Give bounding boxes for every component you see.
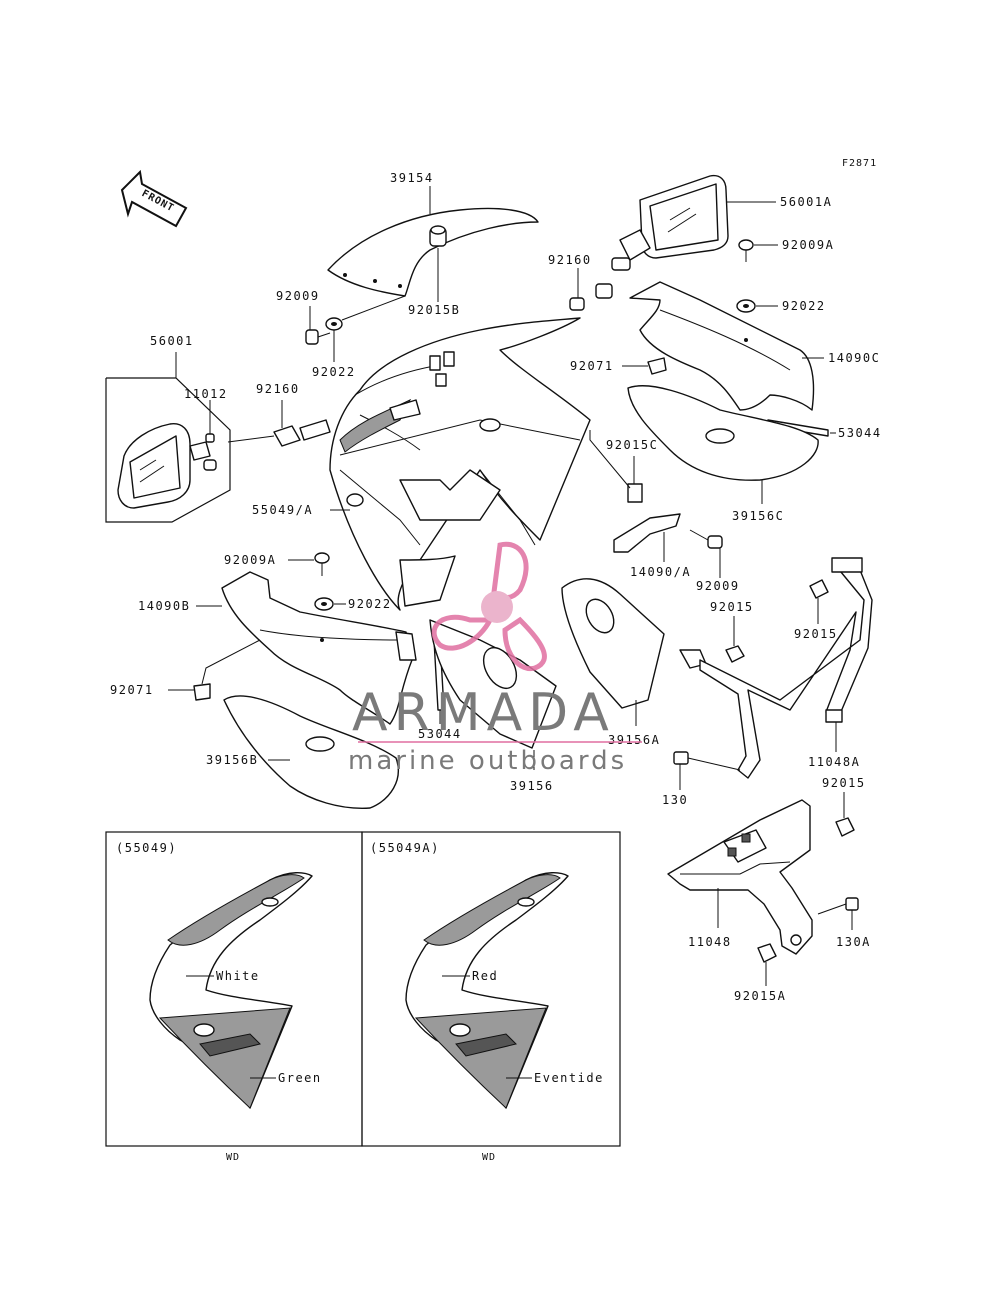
bracket-11048 xyxy=(667,799,813,955)
watermark-brand: ARMADA xyxy=(352,683,615,743)
label-92160-left: 92160 xyxy=(256,382,300,396)
label-39156b: 39156B xyxy=(206,753,258,767)
stay-11048a xyxy=(679,557,873,779)
label-92071-top: 92071 xyxy=(570,359,614,373)
screw-92009 xyxy=(305,329,331,345)
figure-code: F2871 xyxy=(842,158,877,169)
mirror-56001 xyxy=(117,423,217,509)
variant-top-color-1: White xyxy=(216,969,260,983)
variant-fairing-55049 xyxy=(149,872,313,1109)
side-cowl-39156a xyxy=(561,578,665,709)
label-92009a-left: 92009A xyxy=(224,553,276,567)
cover-39156c xyxy=(627,385,819,481)
label-92022-mid: 92022 xyxy=(348,597,392,611)
screw-92009-mid xyxy=(689,529,723,549)
label-92015-low: 92015 xyxy=(822,776,866,790)
label-92015a: 92015A xyxy=(734,989,786,1003)
screw-92009a-top xyxy=(738,239,754,262)
label-53044-top: 53044 xyxy=(838,426,882,440)
cover-39156b xyxy=(223,695,399,809)
label-14090a: 14090/A xyxy=(630,565,691,579)
label-39156c: 39156C xyxy=(732,509,784,523)
bolt-130 xyxy=(673,751,741,771)
label-92022-left: 92022 xyxy=(312,365,356,379)
bracket-92015c xyxy=(589,430,643,503)
label-92015c: 92015C xyxy=(606,438,658,452)
label-92160-top: 92160 xyxy=(548,253,592,267)
label-39156: 39156 xyxy=(510,779,554,793)
label-14090b: 14090B xyxy=(138,599,190,613)
inner-panel-14090c xyxy=(629,281,815,411)
variant-bottom-color-1: Green xyxy=(278,1071,322,1085)
bolt-130a xyxy=(817,897,859,915)
mirror-56001a xyxy=(611,174,729,271)
label-130: 130 xyxy=(662,793,688,807)
inner-panel-14090b xyxy=(221,571,417,725)
upper-fairing xyxy=(329,317,591,611)
nut-92015-low xyxy=(835,817,855,837)
label-39156a: 39156A xyxy=(608,733,660,747)
nut-92015a xyxy=(757,943,777,963)
variant-region-2: WD xyxy=(482,1152,496,1163)
label-11048: 11048 xyxy=(688,935,732,949)
variant-top-color-2: Red xyxy=(472,969,498,983)
label-92009-mid: 92009 xyxy=(696,579,740,593)
variant-code-55049a: (55049A) xyxy=(370,841,440,855)
label-92015-right: 92015 xyxy=(794,627,838,641)
front-arrow-icon: FRONT xyxy=(120,169,188,228)
label-130a: 130A xyxy=(836,935,871,949)
label-11048a: 11048A xyxy=(808,755,860,769)
label-39154: 39154 xyxy=(390,171,434,185)
grommet-92160-top xyxy=(569,283,613,311)
grommet-92160-left xyxy=(273,399,421,447)
label-56001: 56001 xyxy=(150,334,194,348)
clip-92071-left xyxy=(193,639,261,701)
label-53044-mid: 53044 xyxy=(418,727,462,741)
label-92071-left: 92071 xyxy=(110,683,154,697)
label-92015b: 92015B xyxy=(408,303,460,317)
variant-fairing-55049a xyxy=(405,872,569,1109)
label-55049a: 55049/A xyxy=(252,503,313,517)
watermark-tagline: marine outboards xyxy=(348,746,627,776)
washer-92022-top xyxy=(736,299,756,313)
bracket-14090a xyxy=(613,513,681,553)
label-14090c: 14090C xyxy=(828,351,880,365)
label-92009a-top: 92009A xyxy=(782,238,834,252)
label-92022-top: 92022 xyxy=(782,299,826,313)
washer-92022 xyxy=(325,317,343,331)
label-11012: 11012 xyxy=(184,387,228,401)
variant-code-55049: (55049) xyxy=(116,841,177,855)
variant-bottom-color-2: Eventide xyxy=(534,1071,604,1085)
clip-92071-top xyxy=(647,357,667,375)
label-92009-left: 92009 xyxy=(276,289,320,303)
variant-region-1: WD xyxy=(226,1152,240,1163)
armada-logo-icon xyxy=(431,541,547,672)
washer-92022-mid xyxy=(314,597,334,611)
label-56001a: 56001A xyxy=(780,195,832,209)
windshield-39154 xyxy=(327,207,539,297)
label-92015-mid: 92015 xyxy=(710,600,754,614)
variant-box-55049 xyxy=(105,831,363,1147)
grommet-92015b xyxy=(429,225,447,247)
screw-92009a-left xyxy=(314,552,330,576)
variant-box-55049a xyxy=(361,831,621,1147)
nut-92015-right xyxy=(809,579,829,599)
nut-92015-mid xyxy=(725,645,745,663)
